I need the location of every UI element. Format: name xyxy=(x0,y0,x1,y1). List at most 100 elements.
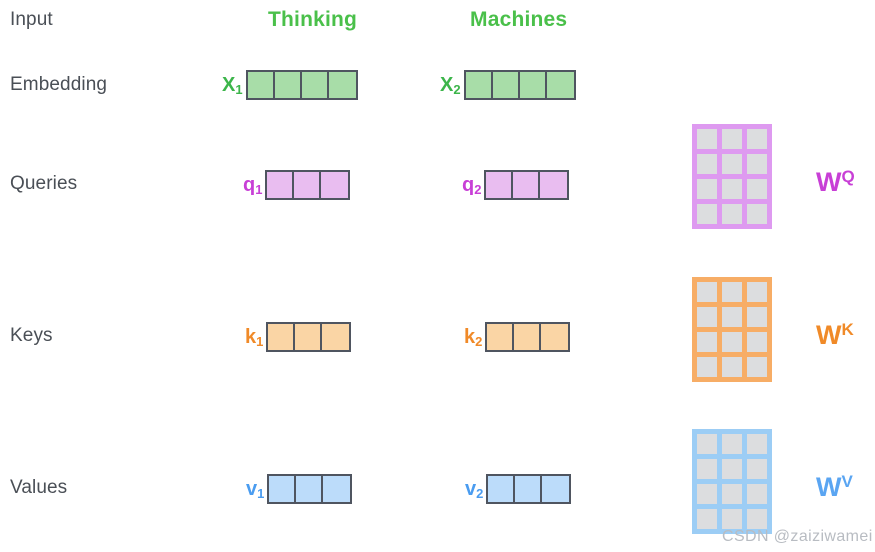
row-label-queries: Queries xyxy=(10,173,78,194)
matrix-cell xyxy=(747,484,767,504)
vector-cell xyxy=(322,324,350,350)
embedding-x1-symbol: X xyxy=(222,74,236,96)
weight-matrix-wq xyxy=(692,124,772,229)
matrix-cell xyxy=(722,509,742,529)
key-k2: k2 xyxy=(464,322,571,352)
key-k1-cells xyxy=(266,322,352,352)
vector-cell xyxy=(301,72,329,98)
matrix-cell xyxy=(747,434,767,454)
vector-cell xyxy=(541,324,569,350)
matrix-cell xyxy=(747,332,767,352)
query-q2-subscript: 2 xyxy=(474,182,482,197)
vector-cell xyxy=(267,172,295,198)
row-label-embedding: Embedding xyxy=(10,74,108,95)
weight-matrix-wv xyxy=(692,429,772,534)
matrix-cell xyxy=(747,282,767,302)
query-q2-label: q2 xyxy=(462,174,482,197)
matrix-cell xyxy=(697,154,717,174)
embedding-x2-symbol: X xyxy=(440,74,454,96)
vector-cell xyxy=(515,476,543,502)
embedding-x2-cells xyxy=(463,70,576,100)
key-k2-subscript: 2 xyxy=(475,334,483,349)
key-k2-cells xyxy=(485,322,571,352)
matrix-cell xyxy=(747,509,767,529)
vector-cell xyxy=(294,172,322,198)
matrix-cell xyxy=(747,179,767,199)
row-label-input: Input xyxy=(10,9,53,30)
vector-cell xyxy=(519,72,547,98)
matrix-cell xyxy=(722,332,742,352)
matrix-cell xyxy=(697,357,717,377)
matrix-cell xyxy=(722,434,742,454)
key-k1-symbol: k xyxy=(245,326,257,348)
vector-cell xyxy=(296,476,324,502)
matrix-cell xyxy=(697,484,717,504)
vector-cell xyxy=(540,172,568,198)
matrix-cell xyxy=(747,357,767,377)
matrix-cell xyxy=(722,357,742,377)
key-k1-subscript: 1 xyxy=(256,334,264,349)
matrix-cell xyxy=(747,129,767,149)
matrix-cell xyxy=(697,332,717,352)
vector-cell xyxy=(546,72,574,98)
value-v1-subscript: 1 xyxy=(257,486,265,501)
value-v1-cells xyxy=(267,474,353,504)
weight-matrix-wv-symbol: W xyxy=(816,472,842,502)
key-k2-label: k2 xyxy=(464,327,483,349)
vector-cell xyxy=(295,324,323,350)
matrix-cell xyxy=(697,459,717,479)
weight-matrix-wk xyxy=(692,277,772,382)
query-q2-symbol: q xyxy=(462,174,475,196)
vector-cell xyxy=(486,172,514,198)
matrix-cell xyxy=(722,129,742,149)
matrix-cell xyxy=(747,459,767,479)
query-q1-label: q1 xyxy=(243,174,262,196)
matrix-cell xyxy=(697,129,717,149)
matrix-cell xyxy=(722,179,742,199)
vector-cell xyxy=(488,476,516,502)
row-label-values: Values xyxy=(10,477,68,498)
value-v2-cells xyxy=(486,474,572,504)
weight-matrix-wk-superscript: K xyxy=(841,320,854,339)
matrix-cell xyxy=(747,204,767,224)
weight-matrix-wk-label: WK xyxy=(816,320,854,349)
matrix-cell xyxy=(747,154,767,174)
matrix-cell xyxy=(747,307,767,327)
weight-matrix-wq-symbol: W xyxy=(816,167,842,197)
matrix-cell xyxy=(697,307,717,327)
value-v2-label: v2 xyxy=(465,479,483,500)
word-header-machines: Machines xyxy=(470,8,568,31)
vector-cell xyxy=(268,324,296,350)
matrix-cell xyxy=(697,509,717,529)
weight-matrix-wv-label: WV xyxy=(816,472,853,501)
vector-cell xyxy=(514,324,542,350)
matrix-cell xyxy=(722,459,742,479)
vector-cell xyxy=(513,172,541,198)
matrix-cell xyxy=(722,204,742,224)
embedding-x2-subscript: 2 xyxy=(453,82,461,97)
watermark: CSDN @zaiziwamei xyxy=(722,528,873,545)
weight-matrix-wv-superscript: V xyxy=(841,472,853,491)
value-v1-symbol: v xyxy=(246,478,258,500)
weight-matrix-wq-superscript: Q xyxy=(841,167,855,186)
vector-cell xyxy=(321,172,349,198)
embedding-x1-subscript: 1 xyxy=(235,82,243,97)
matrix-cell xyxy=(722,484,742,504)
embedding-x2-label: X2 xyxy=(440,74,461,97)
vector-cell xyxy=(465,72,493,98)
key-k1: k1 xyxy=(245,322,352,352)
query-q2-cells xyxy=(484,170,570,200)
vector-cell xyxy=(542,476,570,502)
embedding-x2: X2 xyxy=(440,70,576,100)
query-q1-symbol: q xyxy=(243,174,256,196)
query-q1: q1 xyxy=(243,170,351,200)
vector-cell xyxy=(269,476,297,502)
word-header-thinking: Thinking xyxy=(268,8,358,31)
vector-cell xyxy=(328,72,356,98)
vector-cell xyxy=(487,324,515,350)
query-q2: q2 xyxy=(462,170,570,200)
vector-cell xyxy=(492,72,520,98)
query-q1-cells xyxy=(265,170,351,200)
matrix-cell xyxy=(722,282,742,302)
